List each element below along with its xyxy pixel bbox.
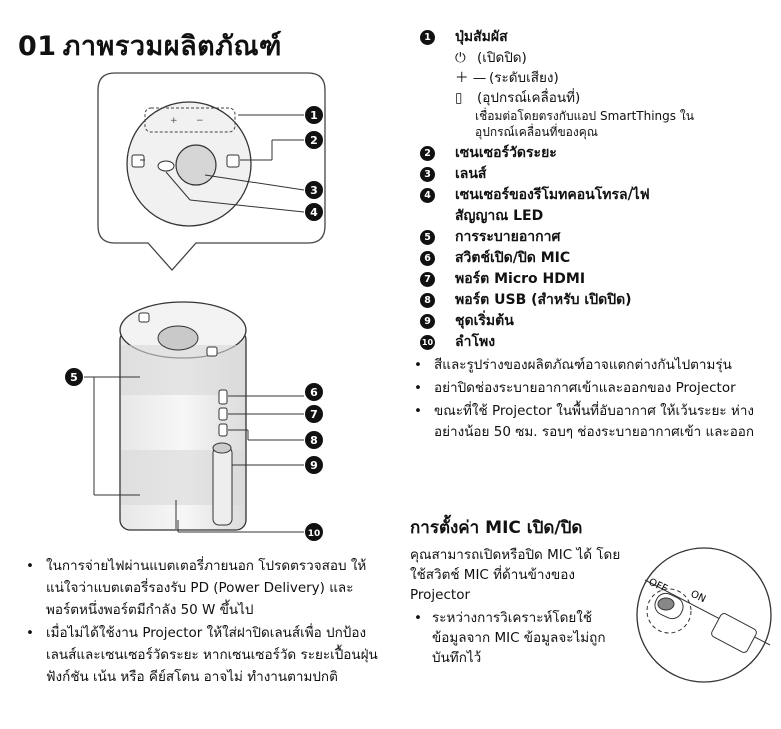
right-note: อย่าปิดช่องระบายอากาศเข้าและออกของ Proje… — [410, 378, 773, 399]
usb-port — [219, 424, 227, 436]
svg-text:8: 8 — [310, 434, 318, 447]
left-note: ในการจ่ายไฟผ่านแบตเตอรี่ภายนอก โปรดตรวจส… — [22, 555, 382, 621]
mic-switch-port — [219, 390, 227, 404]
mobile-icon: ▯ — [455, 88, 477, 108]
mic-text: คุณสามารถเปิดหรือปิด MIC ได้ โดยใช้สวิตช… — [410, 545, 625, 668]
minus-mark: − — [196, 116, 204, 126]
right-note: ขณะที่ใช้ Projector ในพื้นที่อับอากาศ ให… — [410, 401, 773, 443]
svg-text:9: 9 — [310, 459, 318, 472]
right-note: สีและรูปร่างของผลิตภัณฑ์อาจแตกต่างกันไปต… — [410, 355, 773, 376]
hdmi-port — [219, 408, 227, 420]
left-icon — [132, 155, 144, 167]
svg-text:1: 1 — [310, 109, 318, 122]
stand-top — [213, 443, 231, 453]
mobile-desc-2: อุปกรณ์เคลื่อนที่ของคุณ — [418, 124, 773, 140]
body-lens — [158, 326, 198, 350]
svg-text:4: 4 — [310, 206, 318, 219]
lens — [176, 145, 216, 185]
svg-text:10: 10 — [308, 529, 321, 539]
touch-volume: ＋ —(ระดับเสียง) — [418, 68, 773, 88]
part-item-4-line2: สัญญาณ LED — [418, 206, 773, 227]
volume-icon: ＋ — — [455, 68, 489, 88]
power-icon: ⏻ — [455, 48, 477, 68]
mic-switch-detail: OFF ON — [637, 548, 771, 682]
plus-mark: + — [170, 116, 178, 126]
touch-power: ⏻(เปิดปิด) — [418, 48, 773, 68]
left-note: เมื่อไม่ได้ใช้งาน Projector ให้ใส่ฝาปิดเ… — [22, 622, 382, 688]
svg-text:3: 3 — [310, 184, 318, 197]
mic-intro: คุณสามารถเปิดหรือปิด MIC ได้ โดยใช้สวิตช… — [410, 545, 625, 605]
body-icon-right — [207, 347, 217, 356]
svg-text:5: 5 — [70, 371, 78, 384]
svg-text:2: 2 — [310, 134, 318, 147]
stand — [213, 447, 232, 525]
svg-text:6: 6 — [310, 386, 318, 399]
mobile-desc-1: เชื่อมต่อโดยตรงกับแอป SmartThings ใน — [418, 108, 773, 124]
distance-sensor — [158, 161, 174, 171]
left-notes: ในการจ่ายไฟผ่านแบตเตอรี่ภายนอก โปรดตรวจส… — [22, 555, 382, 689]
vent-top — [121, 345, 245, 395]
mic-bullet: ระหว่างการวิเคราะห์โดยใช้ ข้อมูลจาก MIC … — [410, 608, 625, 668]
mic-heading: การตั้งค่า MIC เปิด/ปิด — [410, 514, 582, 541]
touch-mobile: ▯(อุปกรณ์เคลื่อนที่) — [418, 88, 773, 108]
right-icon — [227, 155, 239, 167]
svg-text:7: 7 — [310, 408, 318, 421]
body-icon-left — [139, 313, 149, 322]
